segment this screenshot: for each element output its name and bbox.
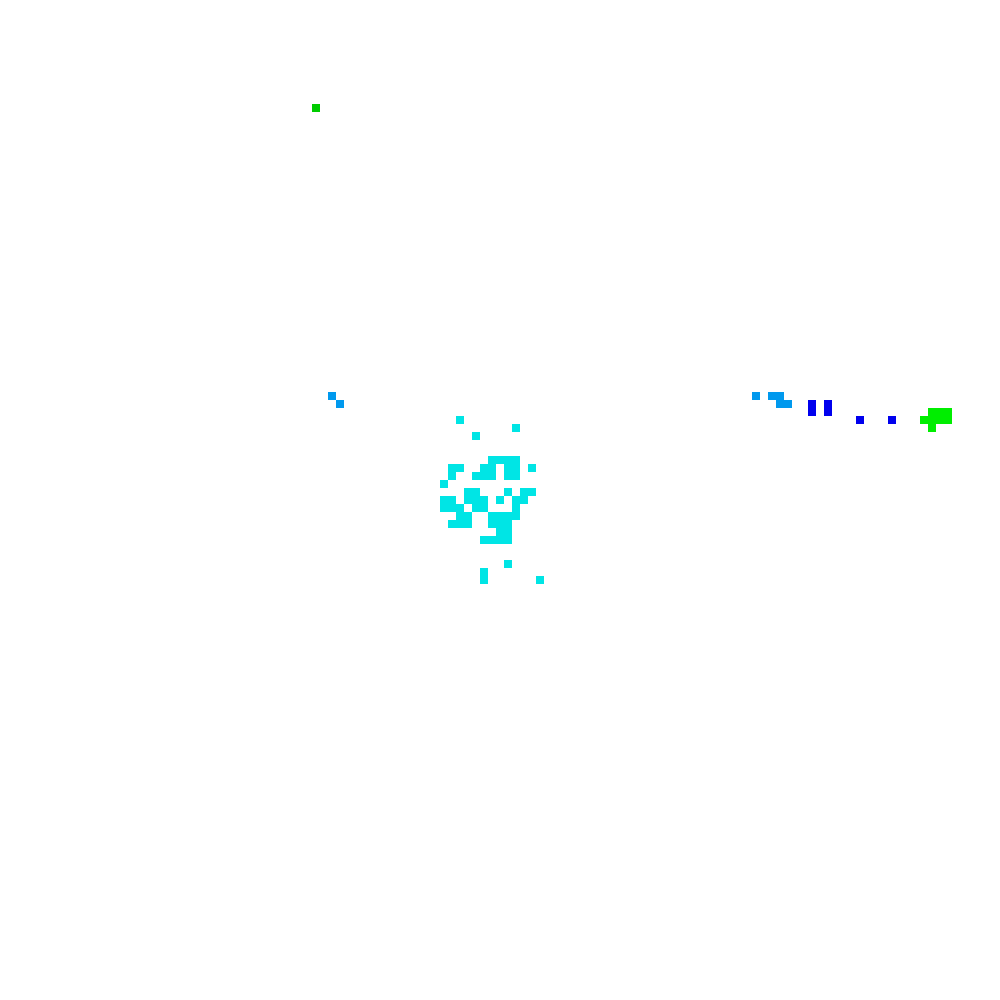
pixel-cell [824, 408, 832, 416]
pixel-cell [512, 496, 520, 504]
pixel-cell [456, 512, 464, 520]
pixel-cell [504, 520, 512, 528]
pixel-cell [944, 416, 952, 424]
pixel-cell [504, 512, 512, 520]
pixel-cell [504, 464, 512, 472]
pixel-cell [480, 504, 488, 512]
pixel-cell [928, 416, 936, 424]
pixel-cell [448, 504, 456, 512]
pixel-cell [472, 504, 480, 512]
pixel-cell [480, 464, 488, 472]
pixel-cell [504, 456, 512, 464]
pixel-cell [944, 408, 952, 416]
pixel-cell [488, 464, 496, 472]
pixel-cell [512, 504, 520, 512]
pixel-cell [496, 496, 504, 504]
pixel-cell [784, 400, 792, 408]
pixel-cell [520, 496, 528, 504]
pixel-cell [496, 512, 504, 520]
pixel-cell [448, 520, 456, 528]
pixel-cell [464, 520, 472, 528]
pixel-cell [456, 520, 464, 528]
pixel-cell [336, 400, 344, 408]
pixel-cell [776, 400, 784, 408]
pixel-cell [768, 392, 776, 400]
pixel-cell [504, 560, 512, 568]
pixel-cell [504, 472, 512, 480]
pixel-cell [936, 408, 944, 416]
pixel-cell [480, 496, 488, 504]
pixel-cell [776, 392, 784, 400]
pixel-cell [936, 416, 944, 424]
pixel-cell [496, 536, 504, 544]
pixel-cell [928, 408, 936, 416]
pixel-cell [464, 512, 472, 520]
pixel-cell [440, 504, 448, 512]
pixel-cell [512, 472, 520, 480]
pixel-cell [504, 488, 512, 496]
pixel-cell [488, 456, 496, 464]
pixel-cell [504, 536, 512, 544]
pixel-cell [312, 104, 320, 112]
pixel-cell [888, 416, 896, 424]
pixel-cell [440, 480, 448, 488]
pixel-cell [512, 512, 520, 520]
pixel-cell [504, 528, 512, 536]
pixel-cell [480, 536, 488, 544]
pixel-cell [808, 408, 816, 416]
pixel-cell [496, 528, 504, 536]
pixel-cell [752, 392, 760, 400]
pixel-cell [456, 464, 464, 472]
pixel-cell [472, 432, 480, 440]
pixel-cell [496, 456, 504, 464]
pixel-cell [472, 488, 480, 496]
pixel-cell [856, 416, 864, 424]
pixel-cell [448, 496, 456, 504]
pixel-cell [448, 464, 456, 472]
pixel-cell [480, 576, 488, 584]
pixel-cell [472, 472, 480, 480]
pixel-cell [512, 464, 520, 472]
pixel-cell [808, 400, 816, 408]
pixel-cell [328, 392, 336, 400]
pixel-cell [920, 416, 928, 424]
pixel-cell [488, 512, 496, 520]
pixel-cell [456, 504, 464, 512]
pixel-cell [440, 496, 448, 504]
pixel-cell [512, 424, 520, 432]
pixel-cell [512, 456, 520, 464]
pixel-cell [488, 520, 496, 528]
pixel-cell [480, 568, 488, 576]
pixel-cell [528, 464, 536, 472]
pixel-cell [536, 576, 544, 584]
pixel-cell [928, 424, 936, 432]
pixel-cell [824, 400, 832, 408]
pixel-cell [464, 496, 472, 504]
pixel-cell [488, 472, 496, 480]
pixel-cell [448, 472, 456, 480]
pixel-cell [456, 416, 464, 424]
pixel-cell [520, 488, 528, 496]
pixel-cell [480, 472, 488, 480]
pixel-cell [528, 488, 536, 496]
pixel-cell [488, 536, 496, 544]
pixel-cell [464, 488, 472, 496]
pixel-cell [496, 520, 504, 528]
pixel-cell [472, 496, 480, 504]
